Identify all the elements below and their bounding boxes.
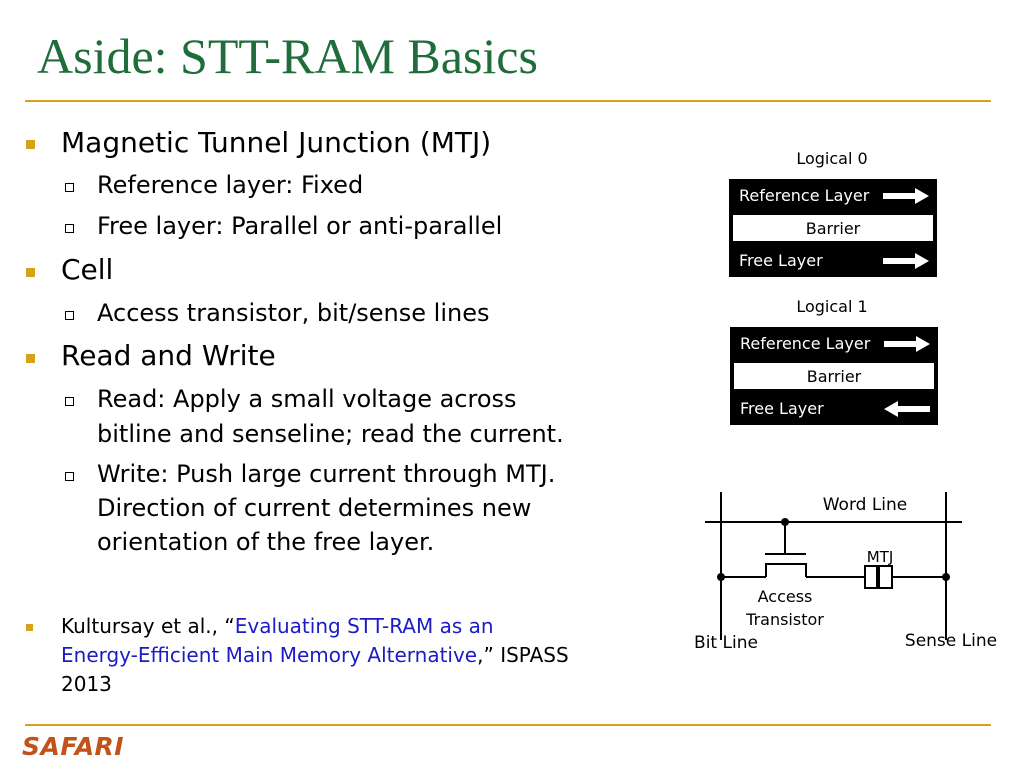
- footer-divider: [25, 724, 991, 726]
- word-line-label: Word Line: [822, 495, 908, 515]
- bullet-marker: [26, 354, 35, 363]
- sub-bullet-read-line-1: Read: Apply a small voltage across: [97, 385, 517, 413]
- sub-bullet-write-line-2: Direction of current determines new: [97, 494, 532, 522]
- access-label-line-2: Transistor: [746, 610, 824, 629]
- bullet-marker: [26, 268, 35, 277]
- mtj-stack-logical-0: Reference Layer Barrier Free Layer: [729, 179, 937, 277]
- reference-layer: Reference Layer: [729, 182, 937, 210]
- bullet-cell: Cell: [61, 253, 114, 286]
- bullet-read-write: Read and Write: [61, 339, 276, 372]
- barrier-label: Barrier: [806, 367, 862, 386]
- junction-dot: [942, 573, 950, 581]
- sub-bullet-access-transistor: Access transistor, bit/sense lines: [97, 299, 490, 327]
- sub-bullet-read-line-2: bitline and senseline; read the current.: [97, 420, 564, 448]
- barrier-layer: Barrier: [732, 214, 934, 242]
- mtj-label: MTJ: [866, 548, 894, 566]
- citation-authors: Kultursay et al., “: [61, 614, 235, 638]
- bullet-mtj: Magnetic Tunnel Junction (MTJ): [61, 126, 492, 159]
- arrow-right-icon: [883, 253, 929, 269]
- free-layer: Free Layer: [730, 395, 938, 423]
- sub-bullet-marker: [65, 397, 74, 406]
- arrow-left-icon: [884, 401, 930, 417]
- reference-layer: Reference Layer: [730, 330, 938, 358]
- title-divider: [25, 100, 991, 102]
- sub-bullet-write-line-1: Write: Push large current through MTJ.: [97, 460, 556, 488]
- access-transistor-icon: [765, 563, 807, 577]
- free-layer: Free Layer: [729, 247, 937, 275]
- sub-bullet-marker: [65, 472, 74, 481]
- citation: Kultursay et al., “Evaluating STT-RAM as…: [61, 612, 681, 699]
- barrier-label: Barrier: [805, 219, 861, 238]
- mtj-stack-logical-1: Reference Layer Barrier Free Layer: [730, 327, 938, 425]
- bullet-marker: [26, 140, 35, 149]
- barrier-layer: Barrier: [733, 362, 935, 390]
- sense-line-label: Sense Line: [904, 631, 998, 651]
- arrow-right-icon: [883, 188, 929, 204]
- citation-year: 2013: [61, 672, 112, 696]
- arrow-right-icon: [884, 336, 930, 352]
- free-layer-label: Free Layer: [739, 251, 823, 270]
- reference-layer-label: Reference Layer: [739, 186, 870, 205]
- bit-line-label: Bit Line: [694, 633, 758, 653]
- sub-bullet-marker: [65, 311, 74, 320]
- junction-dot: [781, 518, 789, 526]
- citation-link-part-1[interactable]: Evaluating STT-RAM as an: [234, 614, 494, 638]
- logical-1-caption: Logical 1: [796, 297, 868, 316]
- sub-bullet-reference-layer: Reference layer: Fixed: [97, 171, 364, 199]
- sub-bullet-free-layer: Free layer: Parallel or anti-parallel: [97, 212, 503, 240]
- cell-circuit-diagram: [705, 492, 962, 640]
- sub-bullet-write-line-3: orientation of the free layer.: [97, 528, 435, 556]
- safari-logo: SAFARI: [22, 732, 125, 761]
- citation-link-part-2[interactable]: Energy-Efficient Main Memory Alternative: [61, 643, 478, 667]
- sub-bullet-marker: [65, 183, 74, 192]
- logical-0-caption: Logical 0: [796, 149, 868, 168]
- reference-layer-label: Reference Layer: [740, 334, 871, 353]
- access-label-line-1: Access: [757, 587, 813, 606]
- bullet-marker: [26, 624, 33, 631]
- sub-bullet-marker: [65, 224, 74, 233]
- junction-dot: [717, 573, 725, 581]
- free-layer-label: Free Layer: [740, 399, 824, 418]
- slide-title: Aside: STT-RAM Basics: [37, 28, 538, 84]
- citation-suffix: ,” ISPASS: [477, 643, 569, 667]
